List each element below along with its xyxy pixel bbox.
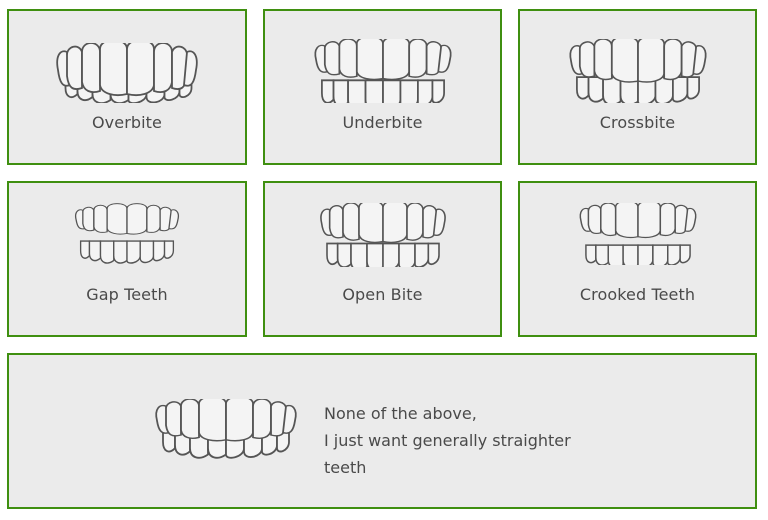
overbite-teeth-icon: [56, 43, 198, 103]
none-option-line-1: None of the above,: [324, 404, 477, 423]
option-label: Crossbite: [599, 113, 676, 132]
underbite-teeth-icon: [313, 39, 452, 103]
option-label: Gap Teeth: [86, 285, 168, 304]
option-gap-teeth[interactable]: Gap Teeth: [7, 181, 247, 337]
straight-teeth-icon: [155, 399, 297, 459]
option-overbite[interactable]: Overbite: [7, 9, 247, 165]
option-underbite[interactable]: Underbite: [263, 9, 502, 165]
crossbite-teeth-icon: [568, 39, 707, 103]
option-label: Crooked Teeth: [579, 285, 696, 304]
none-option-line-3: teeth: [324, 458, 367, 477]
option-crossbite[interactable]: Crossbite: [518, 9, 757, 165]
option-label: Open Bite: [342, 285, 423, 304]
option-label: Overbite: [91, 113, 162, 132]
option-label: Underbite: [342, 113, 423, 132]
option-crooked-teeth[interactable]: Crooked Teeth: [518, 181, 757, 337]
open-bite-teeth-icon: [319, 203, 446, 267]
crooked-teeth-icon: [579, 203, 696, 265]
none-option-line-2: I just want generally straighter: [324, 431, 571, 450]
option-none-of-the-above[interactable]: None of the above, I just want generally…: [7, 353, 757, 509]
none-option-text: None of the above, I just want generally…: [324, 400, 571, 481]
option-open-bite[interactable]: Open Bite: [263, 181, 502, 337]
gap-teeth-icon: [74, 203, 180, 264]
